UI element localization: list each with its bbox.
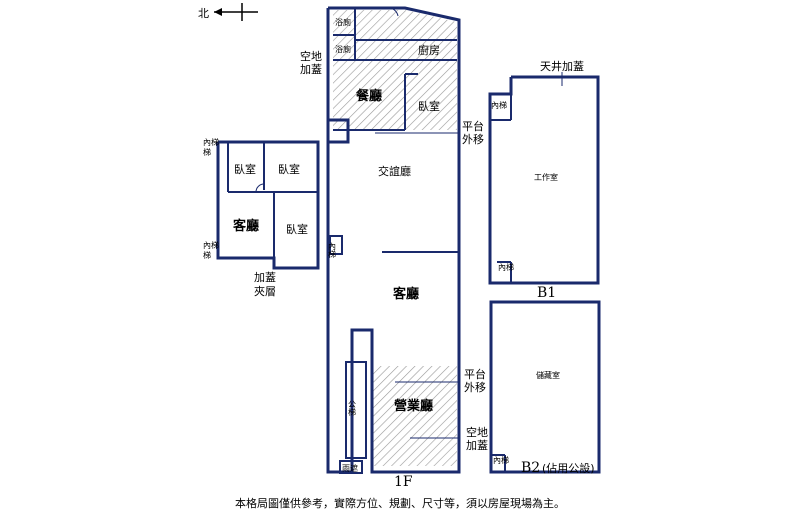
footer-disclaimer: 本格局圖僅供參考，實際方位、規劃、尺寸等，須以房屋現場為主。 bbox=[235, 496, 565, 510]
floor-b1: 內梯 內梯 工作室 天井加蓋 B1 bbox=[488, 59, 600, 301]
room-inner-stairs-1f: 內梯 bbox=[328, 242, 337, 259]
annotation-platform-top-line2: 外移 bbox=[462, 133, 484, 146]
room-bath-2: 浴廁 bbox=[335, 44, 351, 54]
room-inner-stairs-b2: 內梯 bbox=[493, 455, 509, 465]
annotation-platform-bottom-line2: 外移 bbox=[464, 381, 486, 394]
annotation-vacant-top-line2: 加蓋 bbox=[300, 63, 322, 76]
room-rain-shelter: 雨遮 bbox=[342, 463, 358, 473]
room-bedroom-mezz-2: 臥室 bbox=[278, 162, 300, 176]
room-living-mezz: 客廳 bbox=[233, 218, 259, 234]
room-bath-1: 浴廁 bbox=[335, 17, 351, 27]
floor-label-b2: B2 bbox=[521, 460, 540, 476]
mezzanine-label: 加蓋 夾層 bbox=[254, 271, 276, 298]
room-bedroom-mezz-1: 臥室 bbox=[234, 162, 256, 176]
wall-mezzanine-outer bbox=[216, 140, 320, 270]
floor-label-1f: 1F bbox=[394, 474, 413, 490]
annotation-platform-bottom-line1: 平台 bbox=[464, 367, 486, 381]
floor-label-b1: B1 bbox=[537, 285, 556, 301]
annotation-vacant-bottom: 空地 加蓋 bbox=[466, 425, 488, 452]
annotation-vacant-bottom-line2: 加蓋 bbox=[466, 439, 488, 452]
north-arrow-icon: 北 bbox=[198, 3, 258, 21]
floor-label-b2-note: (佔用公設) bbox=[542, 461, 595, 475]
room-bedroom-kitchen-side: 臥室 bbox=[418, 99, 440, 113]
annotation-platform-bottom: 平台 外移 bbox=[464, 367, 486, 394]
room-inner-stairs-mezz-bottom: 內梯 bbox=[203, 240, 219, 250]
wall-1f-outer bbox=[326, 6, 461, 474]
annotation-platform-top-line1: 平台 bbox=[462, 119, 484, 133]
annotation-vacant-bottom-line1: 空地 bbox=[466, 425, 488, 439]
b1-annotation-skylight: 天井加蓋 bbox=[540, 59, 584, 73]
room-inner-stairs-b1-bottom: 內梯 bbox=[498, 262, 514, 272]
room-kitchen: 廚房 bbox=[418, 43, 440, 57]
compass-north-label: 北 bbox=[198, 7, 209, 20]
annotation-vacant-top: 空地 加蓋 bbox=[300, 49, 322, 76]
floor-mezzanine: 臥室 臥室 客廳 臥室 內梯 梯 內梯 梯 加蓋 夾層 bbox=[203, 137, 320, 298]
hatched-business-addition bbox=[373, 366, 457, 466]
mezzanine-label-line2: 夾層 bbox=[254, 285, 276, 298]
floor-1f: 浴廁 浴廁 廚房 餐廳 臥室 交誼廳 客廳 營業廳 公梯 雨遮 內梯 1F 空地… bbox=[300, 6, 488, 490]
annotation-platform-top: 平台 外移 bbox=[462, 119, 484, 146]
room-bedroom-mezz-3: 臥室 bbox=[286, 222, 308, 236]
wall-b2-outer bbox=[489, 300, 601, 474]
room-social-hall: 交誼廳 bbox=[378, 164, 411, 178]
room-inner-stairs-b1-top: 內梯 bbox=[491, 100, 507, 110]
floor-b2: 儲藏室 內梯 B2 (佔用公設) bbox=[489, 300, 601, 476]
room-inner-stairs-mezz-top: 內梯 bbox=[203, 137, 219, 147]
room-inner-stairs-mezz-bottom-2: 梯 bbox=[203, 250, 211, 260]
room-workshop: 工作室 bbox=[534, 172, 558, 182]
room-inner-stairs-mezz-top-2: 梯 bbox=[203, 147, 211, 157]
room-dining: 餐廳 bbox=[355, 88, 382, 104]
room-public-stairs: 公梯 bbox=[348, 400, 357, 417]
room-storage: 儲藏室 bbox=[536, 370, 560, 380]
annotation-vacant-top-line1: 空地 bbox=[300, 49, 322, 63]
mezzanine-label-line1: 加蓋 bbox=[254, 271, 276, 284]
room-living-1f: 客廳 bbox=[393, 286, 419, 302]
room-business-hall: 營業廳 bbox=[394, 398, 433, 414]
